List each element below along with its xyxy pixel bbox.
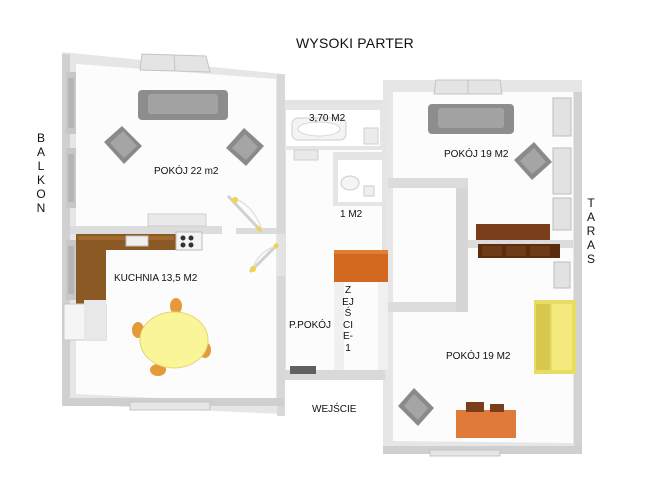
balkon-label: BALKON — [36, 131, 46, 215]
shelf-right — [476, 224, 560, 258]
staircase — [334, 250, 388, 370]
armchair-right-bottom — [398, 388, 434, 426]
room-label-lazienka: 3,70 M2 — [309, 113, 346, 124]
windows-left — [66, 72, 76, 300]
windows-top — [129, 53, 503, 457]
sofa-left — [138, 90, 228, 120]
kitchen-counter — [63, 213, 207, 341]
room-label-pokoj-bottom-right: POKÓJ 19 M2 — [446, 351, 511, 362]
taras-label: TARAS — [586, 196, 596, 266]
room-label-wc: 1 M2 — [340, 209, 363, 220]
armchair-right-top — [514, 142, 552, 180]
room-label-pokoj-left: POKÓJ 22 m2 — [154, 166, 219, 177]
doors — [226, 194, 280, 274]
hall-details — [290, 149, 319, 374]
armchair-left-1 — [104, 126, 142, 164]
desk — [456, 402, 516, 438]
wardrobe — [534, 300, 576, 374]
dining-table — [132, 298, 211, 376]
floor-title: WYSOKI PARTER — [296, 35, 414, 51]
room-label-zejscie: ZEJŚCIE-1 — [342, 285, 354, 354]
room-label-wejscie: WEJŚCIE — [312, 404, 357, 415]
sofa-right — [428, 104, 514, 134]
armchair-left-2 — [226, 128, 264, 166]
wc-fixtures — [340, 175, 375, 197]
room-label-przedpokoj: P.POKÓJ — [289, 320, 332, 331]
bathtub — [291, 117, 379, 145]
room-label-kuchnia: KUCHNIA 13,5 M2 — [114, 273, 198, 284]
room-label-pokoj-top-right: POKÓJ 19 M2 — [444, 149, 509, 160]
